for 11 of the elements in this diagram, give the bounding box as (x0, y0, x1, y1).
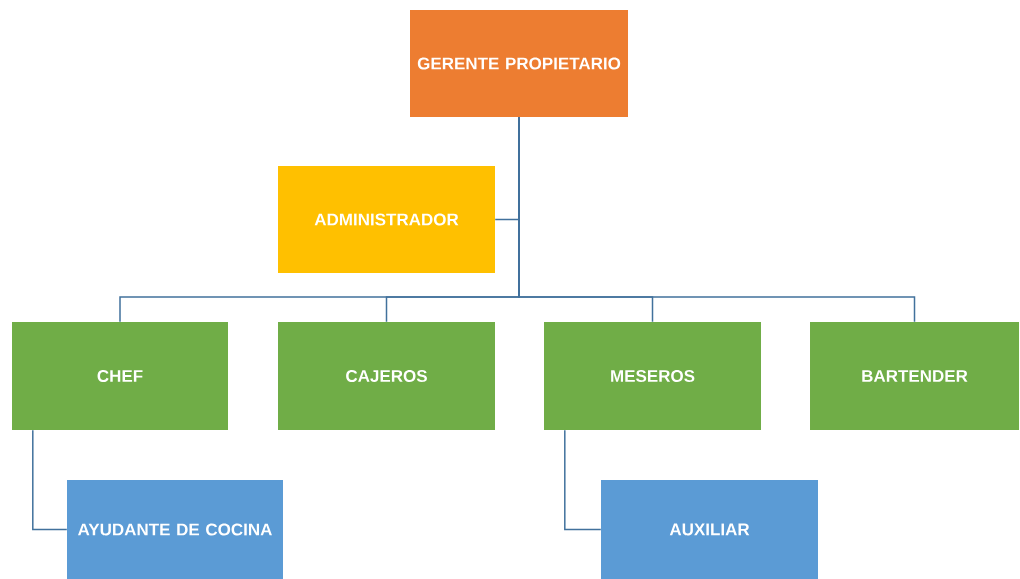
connector-line (518, 116, 916, 323)
org-box: ADMINISTRADOR (278, 166, 495, 273)
org-box: GERENTE PROPIETARIO (410, 10, 628, 117)
org-box: BARTENDER (810, 322, 1019, 430)
org-box: MESEROS (544, 322, 761, 430)
org-box: CAJEROS (278, 322, 495, 430)
connector-line (32, 429, 68, 531)
org-box: CHEF (12, 322, 228, 430)
org-box: AUXILIAR (601, 480, 818, 579)
connector-line (564, 429, 602, 531)
org-box: AYUDANTE DE COCINA (67, 480, 283, 579)
